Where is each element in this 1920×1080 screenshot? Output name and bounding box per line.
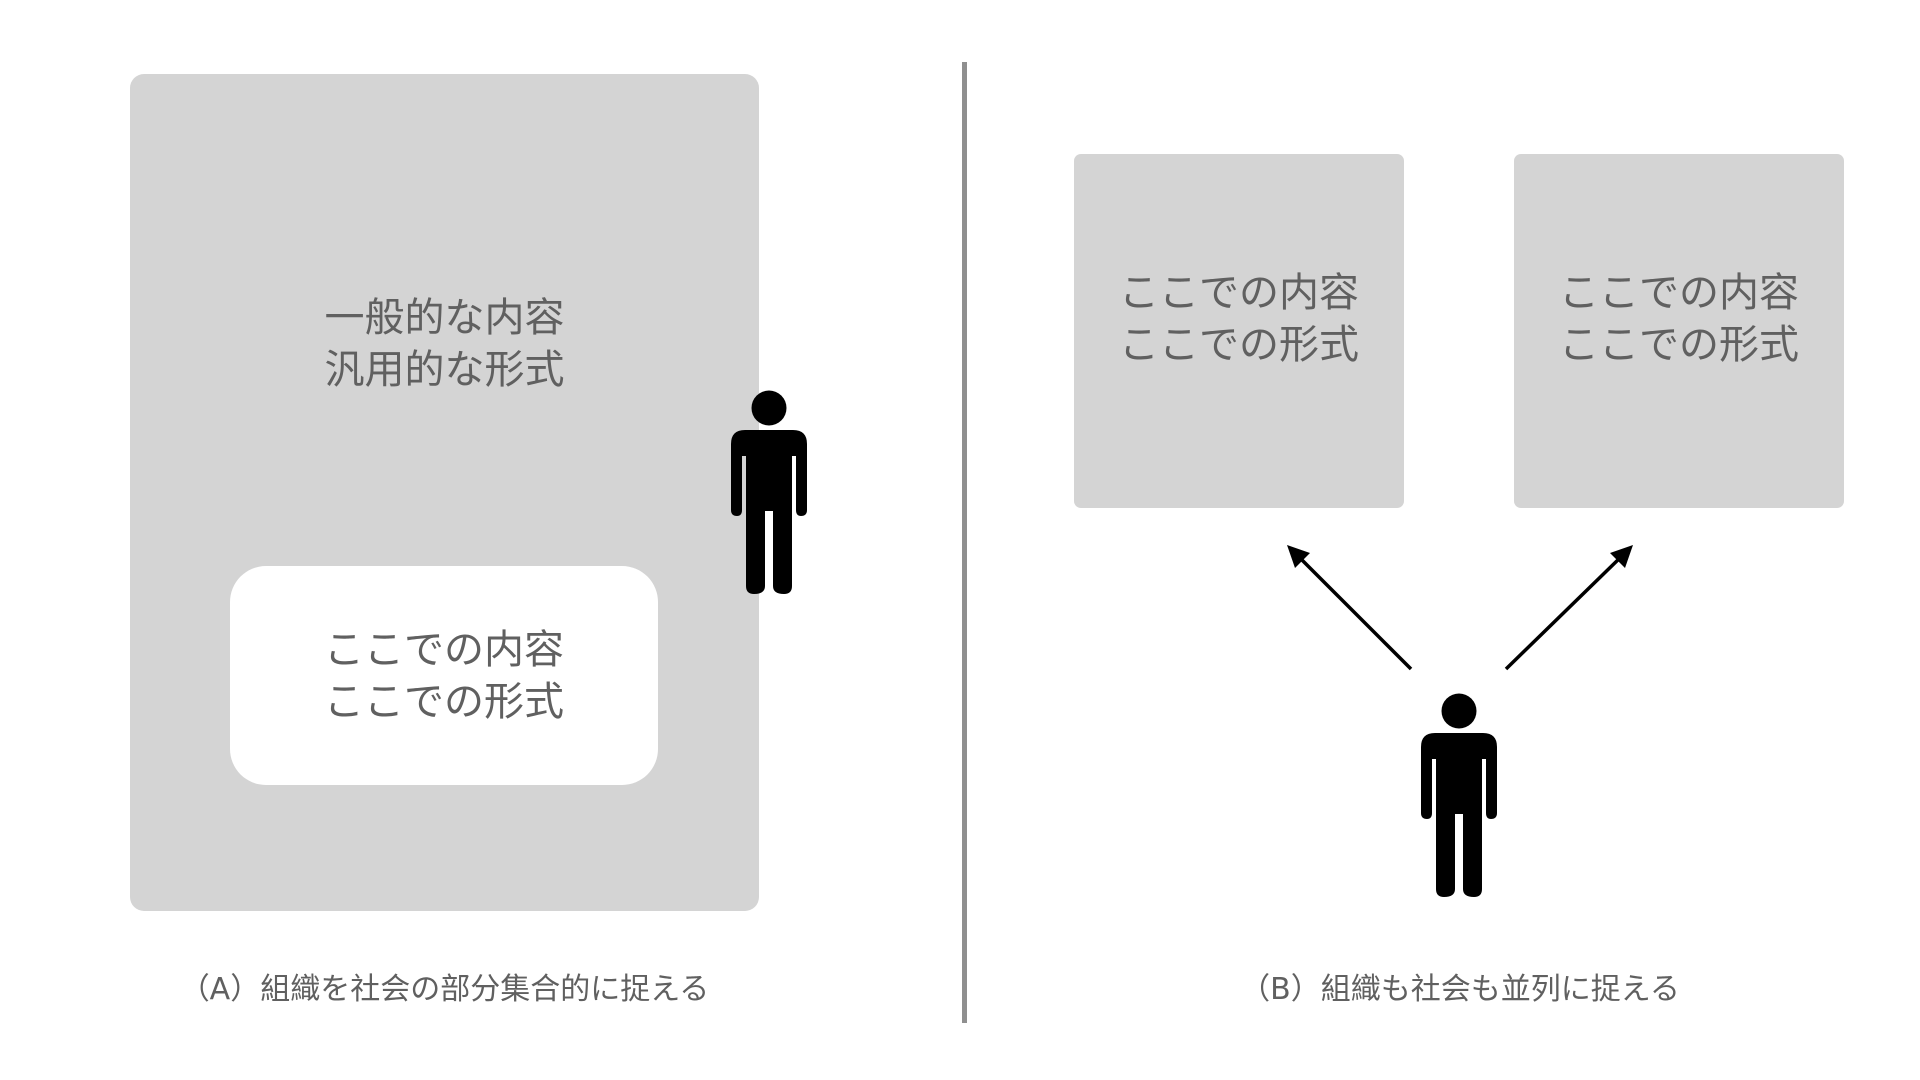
box-label-2: ここでの内容 ここでの形式 xyxy=(1559,270,1799,368)
caption-b: （B）組織も社会も並列に捉える xyxy=(1240,972,1680,1007)
panel-divider xyxy=(962,62,967,1023)
local-content-label: ここでの内容 ここでの形式 xyxy=(324,626,564,725)
person-icon xyxy=(731,390,807,594)
local-organization-box: ここでの内容 ここでの形式 xyxy=(230,566,658,785)
box-label-1: ここでの内容 ここでの形式 xyxy=(1119,270,1359,368)
society-box: ここでの内容 ここでの形式 xyxy=(1514,154,1844,508)
organization-box: ここでの内容 ここでの形式 xyxy=(1074,154,1404,508)
caption-a: （A）組織を社会の部分集合的に捉える xyxy=(179,972,710,1007)
arrow-up-left-icon xyxy=(1287,545,1413,671)
person-icon xyxy=(1421,693,1497,897)
arrow-up-right-icon xyxy=(1504,545,1633,671)
general-content-label: 一般的な内容 汎用的な形式 xyxy=(324,295,565,393)
